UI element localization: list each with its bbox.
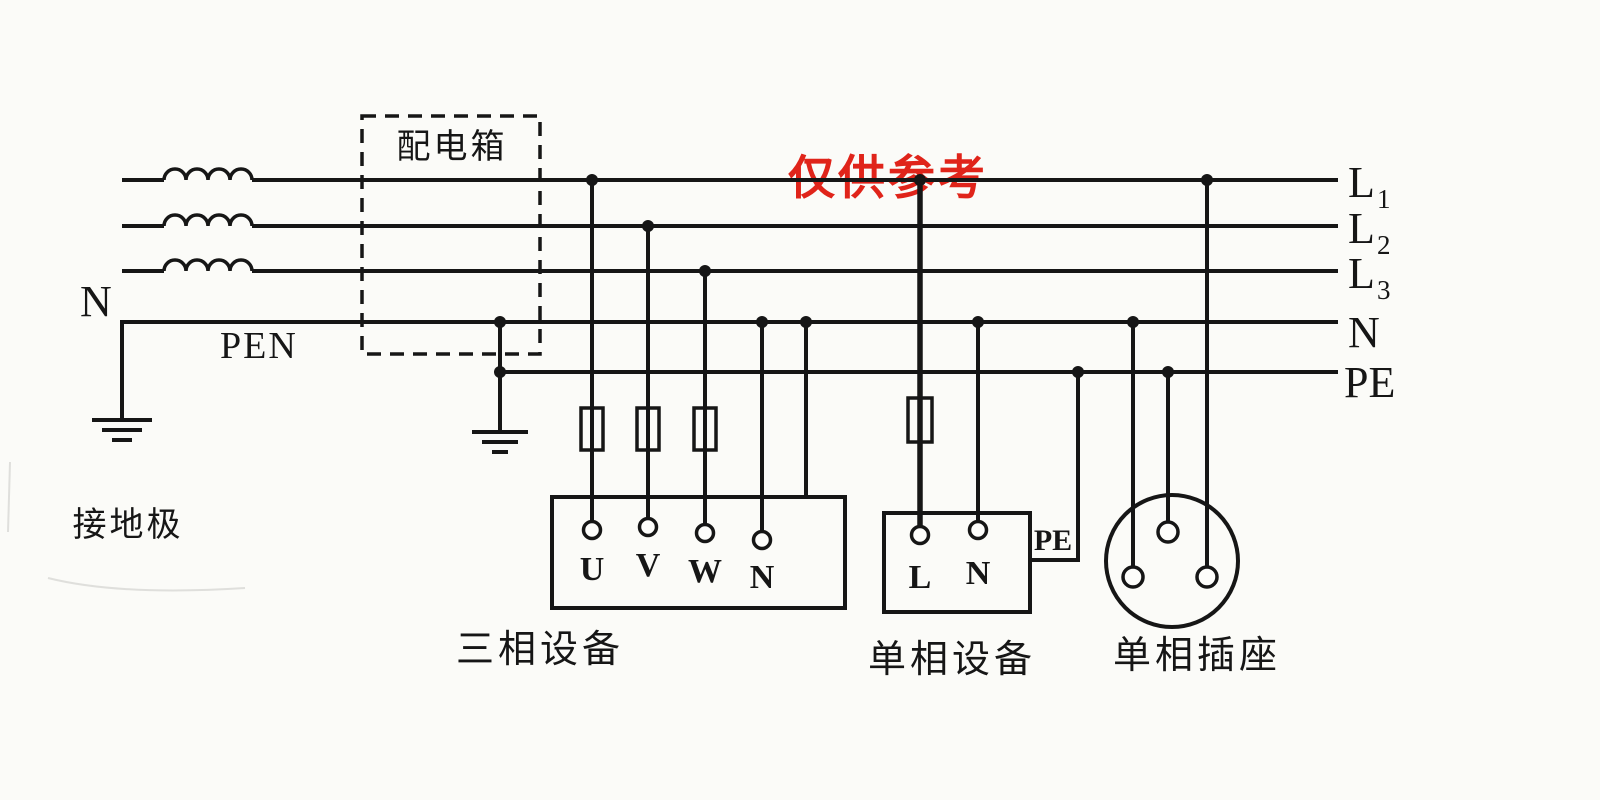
inductor-coil-icon (162, 213, 254, 227)
three-phase-equipment-label: 三相设备 (456, 629, 624, 671)
bus-label-l3: L 3 (1348, 249, 1391, 305)
grounding-electrode-label: 接地极 (73, 506, 184, 544)
three-phase-equipment: U V W N 三相设备 (456, 495, 847, 671)
junction-dot (972, 316, 984, 328)
junction-dot (642, 220, 654, 232)
fuse-icon (692, 406, 718, 452)
terminal-label-n: N (966, 555, 991, 592)
terminal-n (967, 519, 989, 541)
bus-labels: L 1 L 2 L 3 N PE (1344, 158, 1395, 407)
svg-text:L: L (1348, 249, 1375, 298)
junction-dot (494, 366, 506, 378)
inductor-coil-icon (162, 258, 254, 272)
terminal-label-n: N (750, 559, 775, 596)
pen-conductor-label: PEN (220, 325, 298, 367)
neutral-left-label: N (80, 277, 112, 326)
terminal-l (909, 524, 931, 546)
svg-text:2: 2 (1377, 230, 1391, 260)
terminal-label-l: L (909, 559, 932, 596)
bus-label-pe: PE (1344, 358, 1395, 407)
terminal-v (637, 516, 659, 538)
scan-artifacts (7, 461, 246, 592)
bus-label-n: N (1348, 308, 1380, 357)
terminal-n (751, 529, 773, 551)
junction-dot (699, 265, 711, 277)
three-phase-equipment-box (550, 495, 847, 610)
fuse-icon (579, 406, 605, 452)
fuse-icon (635, 406, 661, 452)
inductor-coil-icon (162, 167, 254, 181)
socket-pin-l (1195, 565, 1219, 589)
single-phase-socket-label: 单相插座 (1113, 635, 1281, 677)
left-labels: N PEN 接地极 配电箱 (73, 128, 508, 544)
junction-dot (1201, 174, 1213, 186)
socket-pin-n (1121, 565, 1145, 589)
svg-text:N: N (1348, 308, 1380, 357)
svg-text:1: 1 (1377, 184, 1391, 214)
socket-outline (1104, 493, 1240, 629)
distribution-box-outline (360, 114, 542, 356)
bus-lines (120, 178, 1338, 374)
junction-dot (1127, 316, 1139, 328)
single-phase-feeders (906, 174, 1084, 562)
terminal-label-v: V (636, 547, 661, 584)
source-earth-branch (92, 322, 152, 442)
junction-dot (800, 316, 812, 328)
socket-pin-pe (1156, 520, 1180, 544)
terminal-w (694, 522, 716, 544)
terminal-label-u: U (580, 551, 605, 588)
terminal-label-w: W (688, 553, 722, 590)
svg-text:PE: PE (1344, 358, 1395, 407)
junction-dot (494, 316, 506, 328)
inductor-coils (162, 167, 254, 272)
svg-text:L: L (1348, 158, 1375, 207)
svg-text:L: L (1348, 204, 1375, 253)
pen-split-branch (472, 316, 528, 454)
distribution-box-label: 配电箱 (397, 128, 508, 166)
single-phase-socket: 单相插座 (1104, 493, 1281, 677)
junction-dot (1072, 366, 1084, 378)
junction-dot (586, 174, 598, 186)
junction-dot (756, 316, 768, 328)
junction-dot (1162, 366, 1174, 378)
earth-ground-icon (472, 430, 528, 454)
bus-label-l2: L 2 (1348, 204, 1391, 260)
fuse-icon (906, 396, 934, 444)
earth-ground-icon (92, 418, 152, 442)
feeder-pe (1030, 372, 1080, 562)
pe-tap-label: PE (1034, 524, 1072, 557)
junction-dot (914, 174, 926, 186)
terminal-u (581, 519, 603, 541)
svg-text:3: 3 (1377, 275, 1391, 305)
single-phase-equipment-box (882, 511, 1032, 614)
single-phase-equipment: L N PE 单相设备 (868, 511, 1072, 681)
single-phase-equipment-label: 单相设备 (868, 639, 1036, 681)
bus-label-l1: L 1 (1348, 158, 1391, 214)
three-phase-feeders (579, 174, 812, 532)
